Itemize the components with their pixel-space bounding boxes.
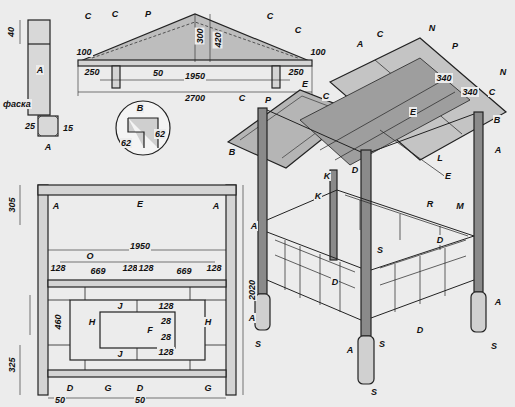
gazebo-perspective [228,38,506,384]
dimension-label: A [346,345,355,355]
dimension-label: E [444,171,452,181]
dimension-label: P [451,41,459,51]
dimension-label: S [376,245,384,255]
dimension-label: A [36,65,45,75]
dimension-label: A [212,201,221,211]
dimension-label: 1950 [129,241,151,251]
dimension-label: B [136,103,145,113]
joint-detail [116,101,170,155]
dimension-label: A [52,201,61,211]
dimension-label: C [84,11,93,21]
dimension-label: C [294,25,303,35]
dimension-label: 340 [435,73,452,83]
dimension-label: D [436,235,445,245]
dimension-label: N [499,67,508,77]
dimension-label: A [250,221,259,231]
dimension-label: 128 [137,263,154,273]
dimension-label: 300 [195,27,205,44]
dimension-label: A [44,142,53,152]
dimension-label: K [323,171,332,181]
dimension-label: 40 [6,26,16,38]
dimension-label: 128 [205,263,222,273]
dimension-label: 128 [157,301,174,311]
dimension-label: J [116,349,123,359]
dimension-label: A [494,297,503,307]
dimension-label: 340 [461,87,478,97]
dimension-label: B [228,147,237,157]
dimension-label: C [322,91,331,101]
dimension-label: H [204,317,213,327]
dimension-label: O [85,251,94,261]
roof-elevation [78,14,312,96]
dimension-label: N [428,23,437,33]
side-elevation [20,185,243,398]
dimension-label: E [301,79,309,89]
dimension-label: R [426,199,435,209]
dimension-label: C [238,93,247,103]
dimension-label: A [356,39,365,49]
dimension-label: 128 [49,263,66,273]
dimension-label: 62 [154,129,166,139]
dimension-label: 128 [121,263,138,273]
dimension-label: 50 [152,68,164,78]
dimension-label: D [331,277,340,287]
dimension-label: 50 [54,395,66,405]
dimension-label: фаска [2,99,32,109]
dimension-label: 128 [157,347,174,357]
dimension-label: E [409,107,417,117]
dimension-label: G [103,383,112,393]
dimension-label: 420 [213,31,223,48]
dimension-label: M [455,201,465,211]
dimension-label: E [136,199,144,209]
dimension-label: L [436,153,444,163]
dimension-label: C [111,9,120,19]
dimension-label: C [266,11,275,21]
dimension-label: 669 [175,266,192,276]
dimension-label: 15 [62,123,74,133]
dimension-label: C [488,87,497,97]
dimension-label: 2700 [184,93,206,103]
dimension-label: A [248,313,257,323]
dimension-label: P [144,9,152,19]
dimension-label: 250 [287,67,304,77]
dimension-label: K [314,191,323,201]
dimension-label: S [254,339,262,349]
dimension-label: 669 [89,266,106,276]
dimension-label: B [493,115,502,125]
dimension-label: C [376,29,385,39]
dimension-label: F [146,325,154,335]
dimension-label: S [378,339,386,349]
dimension-label: 1950 [184,71,206,81]
post-detail [20,20,58,136]
dimension-label: A [494,145,503,155]
dimension-label: S [370,387,378,397]
dimension-label: D [416,325,425,335]
dimension-label: 2020 [247,279,257,301]
dimension-label: 28 [160,316,172,326]
dimension-label: P [264,95,272,105]
dimension-label: 325 [7,356,17,373]
dimension-label: 28 [160,332,172,342]
dimension-label: D [136,383,145,393]
dimension-label: 100 [309,47,326,57]
dimension-label: 25 [24,121,36,131]
dimension-label: H [88,317,97,327]
dimension-label: 100 [75,47,92,57]
dimension-label: D [66,383,75,393]
dimension-label: 62 [120,138,132,148]
dimension-label: 460 [53,313,63,330]
dimension-label: S [490,341,498,351]
dimension-label: 250 [83,67,100,77]
dimension-label: 305 [7,196,17,213]
dimension-label: 50 [134,395,146,405]
dimension-label: J [116,301,123,311]
dimension-label: D [351,165,360,175]
dimension-label: G [203,383,212,393]
